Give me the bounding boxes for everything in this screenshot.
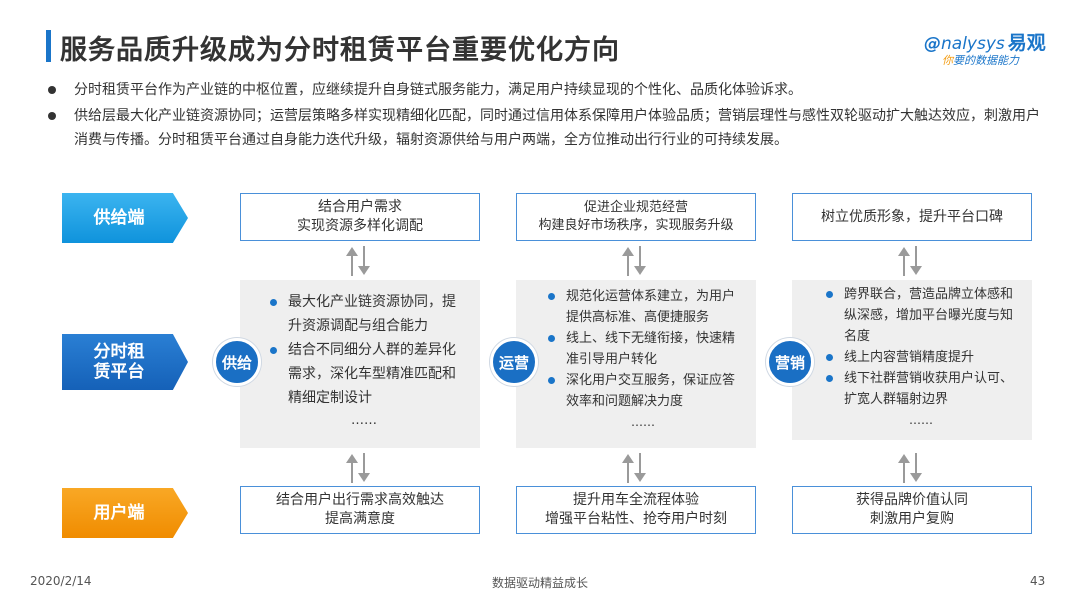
supply-circle-badge: 供给 <box>213 338 261 386</box>
logo-slogan: 你要的数据能力 <box>942 52 1019 68</box>
user-side-tag: 用户端 <box>62 488 188 538</box>
box-line: 结合用户出行需求高效触达 <box>276 492 444 508</box>
list-item: 线上、线下无缝衔接，快速精准引导用户转化 <box>542 328 744 370</box>
box-line: 提升用车全流程体验 <box>573 492 699 508</box>
box-line: 促进企业规范经营 <box>583 200 688 215</box>
supply-bottom-box: 结合用户出行需求高效触达 提高满意度 <box>240 486 480 534</box>
up-down-arrows-icon <box>341 244 375 278</box>
list-item: 跨界联合，营造品牌立体感和纵深感，增加平台曝光度与知名度 <box>820 284 1022 347</box>
logo-cn: 易观 <box>1007 32 1046 54</box>
supply-side-tag: 供给端 <box>62 193 188 243</box>
list-item: 线下社群营销收获用户认可、扩宽人群辐射边界 <box>820 368 1022 410</box>
box-line: 树立优质形象，提升平台口碑 <box>821 208 1003 225</box>
up-down-arrows-icon <box>617 451 651 485</box>
page-number: 43 <box>1030 574 1046 588</box>
platform-tag: 分时租赁平台 <box>62 334 188 390</box>
box-line: 构建良好市场秩序，实现服务升级 <box>538 218 734 233</box>
platform-tag-label: 分时租赁平台 <box>93 342 145 382</box>
supply-top-box: 结合用户需求 实现资源多样化调配 <box>240 193 480 241</box>
operation-circle-badge: 运营 <box>490 338 538 386</box>
box-line: 提高满意度 <box>325 511 395 527</box>
page-title: 服务品质升级成为分时租赁平台重要优化方向 <box>60 35 620 66</box>
summary-bullets: 分时租赁平台作为产业链的中枢位置，应继续提升自身链式服务能力，满足用户持续显现的… <box>46 78 1046 154</box>
up-down-arrows-icon <box>893 244 927 278</box>
operation-top-box: 促进企业规范经营 构建良好市场秩序，实现服务升级 <box>516 193 756 241</box>
supply-detail-panel: 最大化产业链资源协同，提升资源调配与组合能力 结合不同细分人群的差异化需求，深化… <box>240 280 480 448</box>
list-item: 规范化运营体系建立，为用户提供高标准、高便捷服务 <box>542 286 744 328</box>
list-item: 线上内容营销精度提升 <box>820 347 1022 368</box>
marketing-top-box: 树立优质形象，提升平台口碑 <box>792 193 1032 241</box>
box-line: 刺激用户复购 <box>870 511 954 527</box>
box-line: 实现资源多样化调配 <box>297 218 423 234</box>
operation-detail-panel: 规范化运营体系建立，为用户提供高标准、高便捷服务 线上、线下无缝衔接，快速精准引… <box>516 280 756 448</box>
summary-bullet: 供给层最大化产业链资源协同；运营层策略多样实现精细化匹配，同时通过信用体系保障用… <box>46 104 1046 152</box>
box-line: 结合用户需求 <box>318 199 402 215</box>
logo-slogan-text: 要的数据能力 <box>953 54 1019 67</box>
ellipsis: …… <box>909 413 933 427</box>
title-accent-bar <box>46 30 51 62</box>
list-item: 最大化产业链资源协同，提升资源调配与组合能力 <box>264 290 464 338</box>
box-line: 获得品牌价值认同 <box>856 492 968 508</box>
operation-bottom-box: 提升用车全流程体验 增强平台粘性、抢夺用户时刻 <box>516 486 756 534</box>
up-down-arrows-icon <box>341 451 375 485</box>
list-item: 结合不同细分人群的差异化需求，深化车型精准匹配和精细定制设计 <box>264 338 464 410</box>
logo-text: nalysys <box>941 34 1005 54</box>
ellipsis: …… <box>351 413 377 428</box>
marketing-bottom-box: 获得品牌价值认同 刺激用户复购 <box>792 486 1032 534</box>
up-down-arrows-icon <box>617 244 651 278</box>
summary-bullet: 分时租赁平台作为产业链的中枢位置，应继续提升自身链式服务能力，满足用户持续显现的… <box>46 78 1046 102</box>
logo-a-icon: @ <box>924 34 941 54</box>
footer-date: 2020/2/14 <box>30 574 92 588</box>
marketing-circle-badge: 营销 <box>766 338 814 386</box>
up-down-arrows-icon <box>893 451 927 485</box>
marketing-detail-panel: 跨界联合，营造品牌立体感和纵深感，增加平台曝光度与知名度 线上内容营销精度提升 … <box>792 280 1032 440</box>
list-item: 深化用户交互服务，保证应答效率和问题解决力度 <box>542 370 744 412</box>
footer-slogan: 数据驱动精益成长 <box>491 576 588 590</box>
ellipsis: …… <box>631 415 655 429</box>
box-line: 增强平台粘性、抢夺用户时刻 <box>545 511 727 527</box>
logo-slogan-ni: 你 <box>942 54 953 67</box>
